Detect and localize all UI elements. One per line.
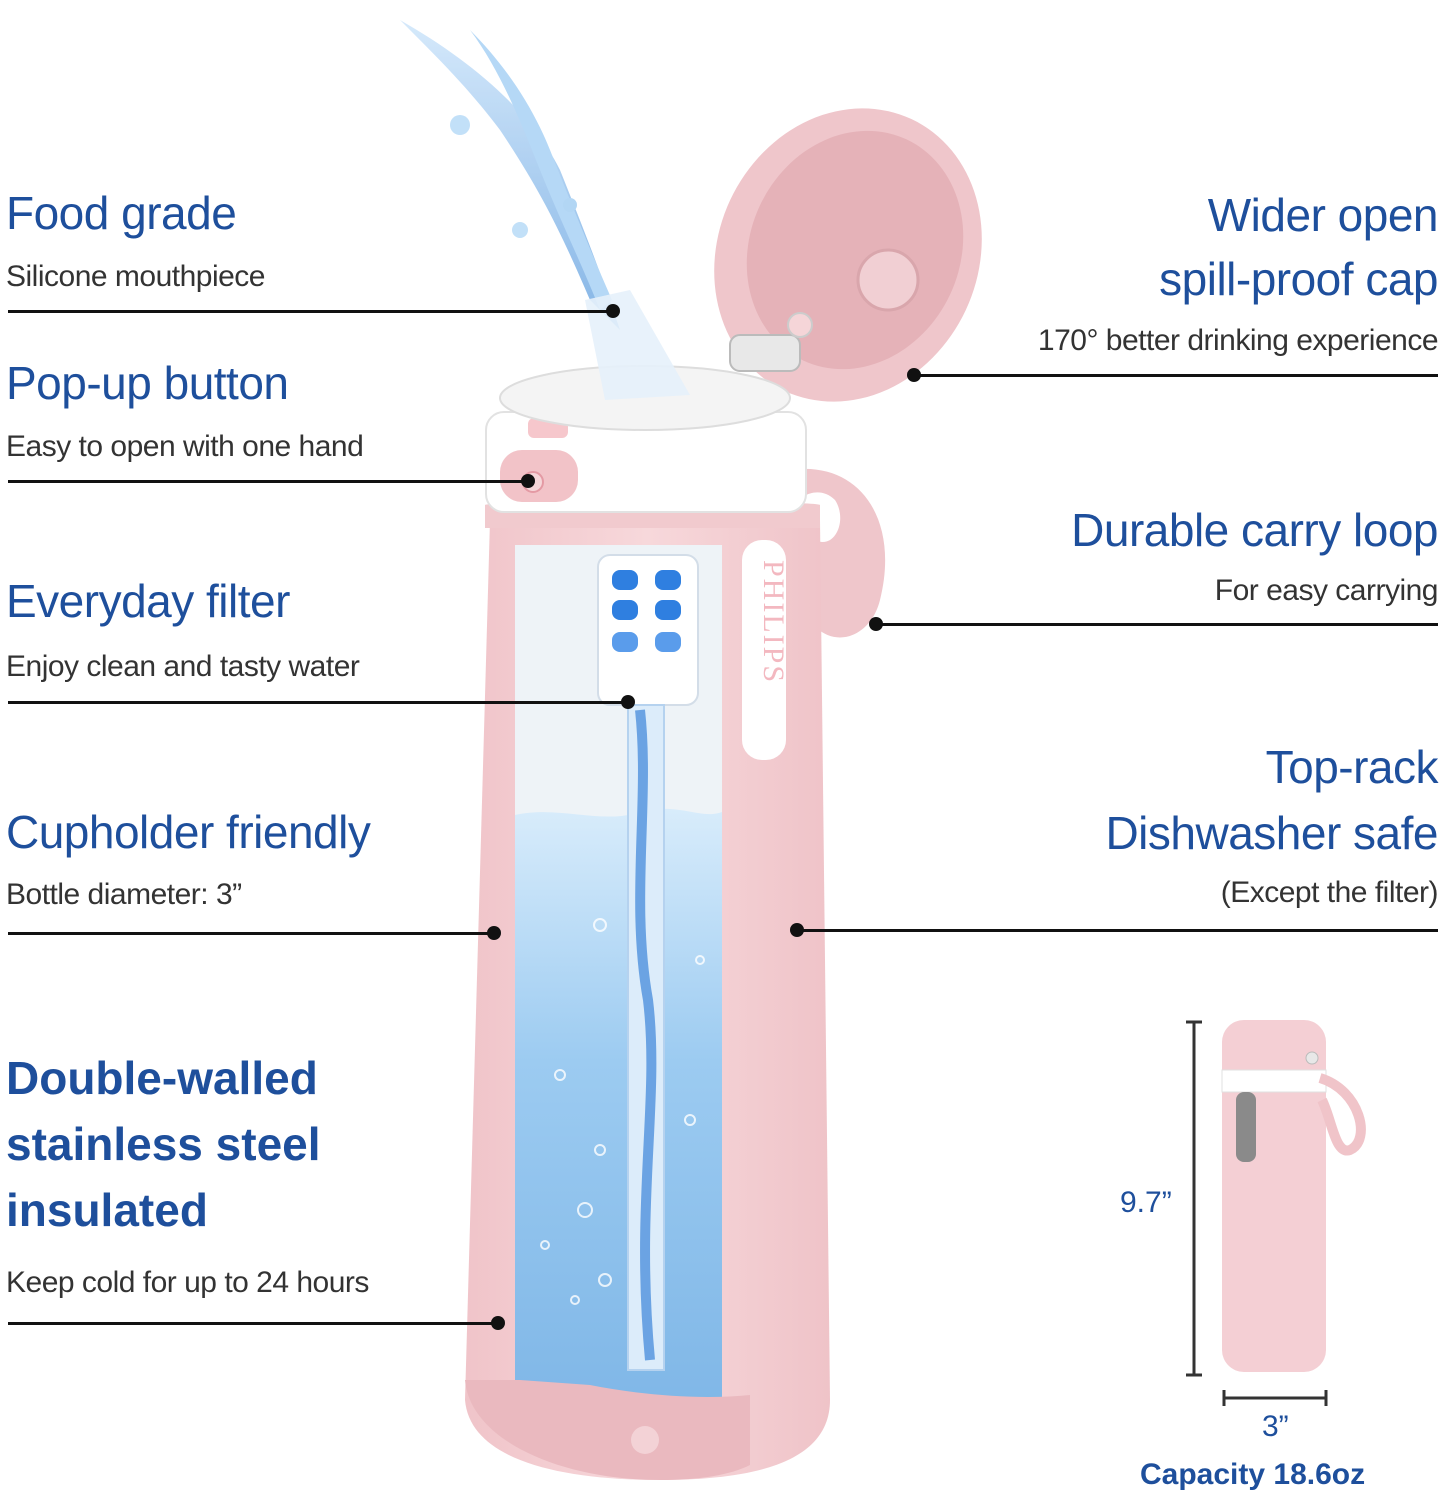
leader-dot	[491, 1316, 505, 1330]
feature-title-cupholder: Cupholder friendly	[6, 806, 371, 858]
dimension-lines	[1186, 1020, 1328, 1406]
leader-pop-up	[8, 480, 528, 483]
feature-subtitle-insulated: Keep cold for up to 24 hours	[6, 1266, 369, 1299]
feature-title-carry-loop: Durable carry loop	[1071, 504, 1438, 556]
feature-title-insulated-1: Double-walled	[6, 1052, 318, 1104]
feature-subtitle-pop-up: Easy to open with one hand	[6, 430, 364, 463]
brand-text: PHILIPS	[757, 560, 790, 684]
leader-dot	[606, 304, 620, 318]
leader-insulated	[8, 1322, 498, 1325]
cap	[714, 108, 982, 402]
feature-subtitle-cap: 170° better drinking experience	[1037, 324, 1439, 357]
feature-subtitle-carry-loop: For easy carrying	[1214, 574, 1439, 607]
leader-carry-loop	[876, 623, 1438, 626]
leader-dot	[487, 926, 501, 940]
feature-subtitle-dishwasher: (Except the filter)	[1220, 876, 1439, 909]
filter	[597, 554, 699, 1371]
leader-filter	[8, 701, 628, 704]
feature-title-dishwasher-2: Dishwasher safe	[1105, 807, 1438, 859]
feature-subtitle-filter: Enjoy clean and tasty water	[6, 650, 360, 683]
leader-food-grade	[8, 310, 613, 313]
small-bottle	[1221, 1020, 1366, 1372]
feature-title-pop-up: Pop-up button	[6, 357, 289, 409]
water-splash	[400, 20, 620, 330]
feature-title-cap-1: Wider open	[1207, 189, 1439, 241]
leader-cap	[914, 374, 1438, 377]
dimension-width: 3”	[1262, 1410, 1289, 1443]
feature-title-filter: Everyday filter	[6, 575, 290, 627]
feature-title-dishwasher-1: Top-rack	[1265, 741, 1439, 793]
feature-title-insulated-2: stainless steel	[6, 1118, 321, 1170]
leader-dot	[521, 474, 535, 488]
capacity-label: Capacity 18.6oz	[1140, 1458, 1366, 1491]
leader-dot	[621, 695, 635, 709]
dimension-height: 9.7”	[1120, 1186, 1172, 1219]
leader-dishwasher	[796, 929, 1438, 932]
feature-subtitle-food-grade: Silicone mouthpiece	[6, 260, 266, 293]
leader-cupholder	[8, 932, 496, 935]
feature-title-insulated-3: insulated	[6, 1184, 208, 1236]
leader-dot	[907, 368, 921, 382]
feature-subtitle-cupholder: Bottle diameter: 3”	[6, 878, 242, 911]
bottle-body	[465, 520, 830, 1480]
leader-dot	[869, 617, 883, 631]
leader-dot	[790, 923, 804, 937]
feature-title-food-grade: Food grade	[6, 187, 237, 239]
feature-title-cap-2: spill-proof cap	[1159, 253, 1438, 305]
